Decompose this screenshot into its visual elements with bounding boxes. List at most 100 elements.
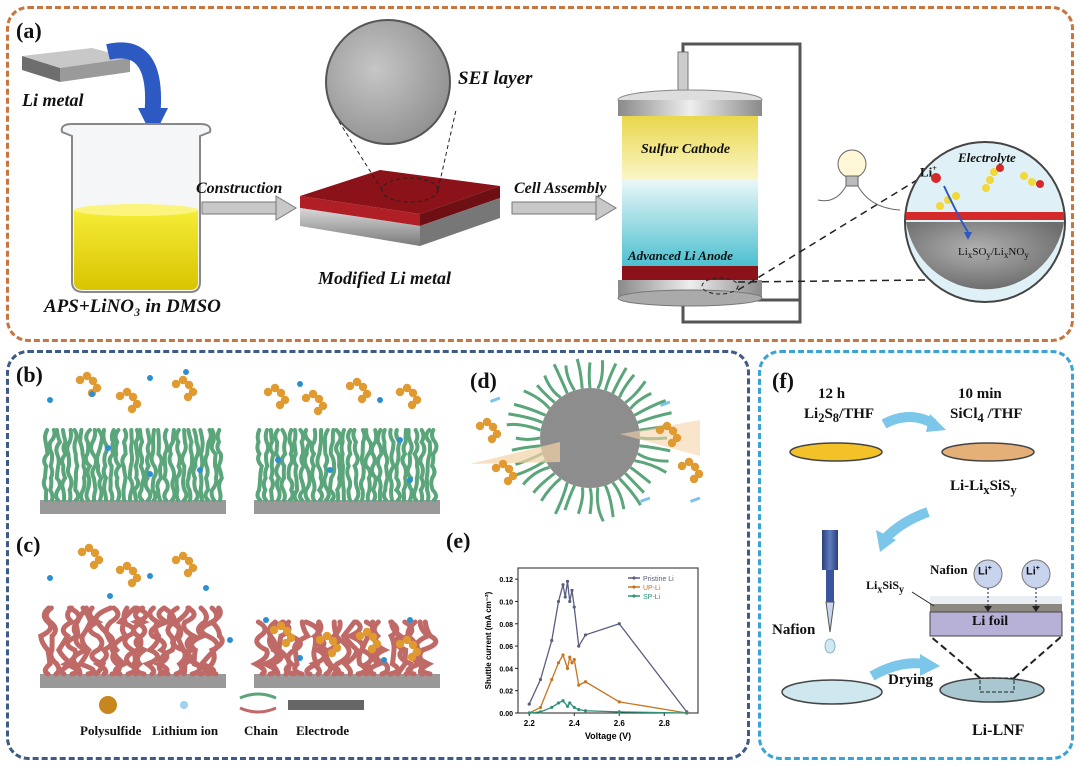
- polysulfide-c-2: [171, 551, 198, 578]
- modified-li-label: Modified Li metal: [318, 268, 451, 288]
- li-ion-label: Li+: [920, 164, 937, 180]
- data-point: [568, 599, 572, 604]
- data-point: [556, 661, 561, 665]
- polysulfide-c-4: [315, 631, 342, 658]
- product-li-lnf: Li-LNF: [972, 722, 1025, 739]
- legend-entry-2: SP-Li: [643, 594, 661, 601]
- nafion-label: Nafion: [772, 622, 816, 638]
- nafion-layer-label: Nafion: [930, 562, 968, 577]
- data-point: [561, 583, 565, 587]
- polysulfide-d-2: [655, 421, 682, 448]
- sei-composition-label: LixSOy/LixNOy: [958, 246, 1029, 261]
- construction-arrow: [201, 195, 297, 221]
- lithium-ion-dot: [227, 637, 233, 643]
- legend-chain: Chain: [244, 723, 278, 738]
- beaker: [60, 123, 212, 293]
- arrow-drying: [869, 658, 925, 681]
- panel-e-label: (e): [446, 528, 471, 553]
- panel-f-frame: [758, 350, 1074, 760]
- data-point: [556, 599, 561, 604]
- panel-f-label: (f): [772, 368, 794, 393]
- polysulfide-b-5: [345, 377, 372, 404]
- data-point: [561, 699, 565, 703]
- lisis-layer-label: LixSiSy: [866, 578, 905, 596]
- sei-layer-label: SEI layer: [458, 68, 533, 89]
- data-point: [685, 711, 689, 715]
- ion-flux: [489, 396, 501, 403]
- li-metal-block: [22, 48, 130, 82]
- lithium-ion-dot: [197, 467, 203, 473]
- cell-assembly-label: Cell Assembly: [514, 180, 607, 197]
- disc-sicl4: [941, 442, 1035, 462]
- solution-label: APS+LiNO₃ in DMSO: [44, 296, 221, 317]
- polysulfide-b-0: [75, 371, 102, 398]
- data-point: [565, 704, 570, 708]
- legend-marker-1: [632, 585, 636, 589]
- y-tick-label: 0.12: [499, 577, 513, 584]
- x-tick-label: 2.6: [614, 719, 626, 728]
- battery-cell: [617, 42, 931, 324]
- lithium-ion-dot: [397, 437, 403, 443]
- data-point: [556, 701, 561, 705]
- cell-assembly-arrow: [511, 195, 617, 221]
- data-point: [577, 708, 581, 712]
- li-foil-label: Li foil: [972, 614, 1009, 629]
- lithium-ion-dot: [147, 573, 153, 579]
- lithium-ion-dot: [381, 657, 387, 663]
- data-point: [617, 622, 621, 626]
- li-plus-2: Li+: [1026, 565, 1040, 578]
- data-point: [563, 595, 567, 599]
- li-metal-label: Li metal: [22, 90, 84, 110]
- chain-swatch-green: [239, 692, 277, 700]
- polysulfide-c-1: [115, 561, 142, 588]
- sei-layer-zoom: [325, 19, 451, 145]
- legend-lithium-ion: Lithium ion: [152, 723, 219, 738]
- data-point: [617, 710, 621, 714]
- data-point: [583, 709, 588, 713]
- data-point: [550, 638, 554, 643]
- y-tick-label: 0.04: [499, 666, 513, 673]
- construction-label: Construction: [196, 180, 283, 197]
- ion-flux: [659, 400, 671, 407]
- polysulfide-c-6: [395, 635, 422, 662]
- data-point: [550, 705, 554, 710]
- data-point: [568, 655, 572, 659]
- y-tick-label: 0.10: [499, 599, 513, 606]
- polysulfide-d-1: [491, 459, 518, 486]
- tangle-c-left: [38, 605, 226, 688]
- data-point: [572, 705, 576, 710]
- data-point: [577, 644, 581, 648]
- lithium-ion-dot: [377, 397, 383, 403]
- light-bulb-icon: [817, 149, 901, 211]
- panel-bcde-frame: [6, 350, 750, 760]
- polysulfide-d-3: [677, 457, 704, 484]
- x-tick-label: 2.2: [524, 719, 536, 728]
- pipette-icon: [822, 530, 838, 654]
- polysulfide-c-5: [355, 627, 382, 654]
- lithium-ion-dot: [275, 457, 281, 463]
- disc-li2s8: [789, 442, 883, 462]
- ion-flux: [690, 496, 701, 503]
- arrow-step-1: [881, 412, 937, 429]
- polysulfide-b-3: [263, 383, 290, 410]
- y-tick-label: 0.08: [499, 622, 513, 629]
- data-point: [550, 677, 554, 682]
- lithium-ion-dot: [327, 467, 333, 473]
- modified-li-slab: [300, 109, 500, 246]
- legend-marker-0: [632, 576, 636, 580]
- drying-label: Drying: [888, 672, 933, 688]
- lithium-ion-dot: [297, 655, 303, 661]
- data-point: [583, 633, 588, 637]
- polysulfide-b-2: [171, 375, 198, 402]
- polysulfide-b-1: [115, 387, 142, 414]
- x-tick-label: 2.4: [569, 719, 581, 728]
- legend-marker-2: [632, 594, 636, 598]
- series-line-2: [529, 699, 687, 714]
- legend-polysulfide: Polysulfide: [80, 723, 142, 738]
- lithium-ion-dot: [105, 445, 111, 451]
- polysulfide-d-0: [475, 417, 502, 444]
